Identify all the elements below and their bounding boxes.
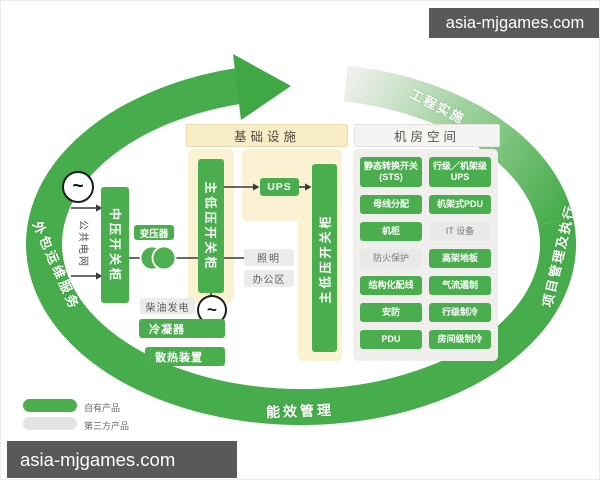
mv-switchgear-box: 中压开关柜 [101,187,129,303]
watermark-bottom-left: asia-mjgames.com [7,441,237,478]
room-cell-air-containment: 气流遏制 [429,276,491,295]
main-lv-switchgear-left-label: 主低压开关柜 [203,180,218,272]
room-space-header: 机房空间 [354,124,500,147]
room-cell-sts: 静态转换开关 (STS) [360,157,422,187]
room-cell-fire-protection: 防火保护 [360,249,422,268]
ring-label-energy-management: 能效管理 [265,401,335,421]
room-cell-security: 安防 [360,303,422,322]
legend-third-party-swatch [23,417,77,430]
infrastructure-header: 基础设施 [186,124,348,147]
room-cell-cabling: 结构化配线 [360,276,422,295]
main-lv-switchgear-right-box: 主低压开关柜 [312,164,337,352]
connector-arrowheads [96,183,312,280]
legend-third-party-label: 第三方产品 [84,421,130,431]
office-area-box: 办公区 [244,270,294,287]
room-cell-row-cooling: 行级制冷 [429,303,491,322]
ac-source-icon: ~ [62,171,94,203]
transformer-icon [139,245,177,271]
mv-switchgear-label: 中压开关柜 [107,207,122,283]
room-cell-rack: 机柜 [360,222,422,241]
main-lv-switchgear-left-box: 主低压开关柜 [198,159,224,293]
legend-own-product-label: 自有产品 [84,403,121,413]
heat-rejection-box: 散热装置 [145,347,225,366]
public-grid-label: 公共电网 [77,220,89,268]
ring-solid-arc [26,66,576,426]
ring-arrowhead-icon [233,54,291,120]
main-lv-switchgear-right-label: 主低压开关柜 [318,212,333,304]
ups-box: UPS [260,178,299,196]
room-cell-busway: 母线分配 [360,195,422,214]
condenser-box: 冷凝器 [139,319,225,338]
room-cell-row-rack-ups: 行级／机架级 UPS [429,157,491,187]
room-cell-it-equipment: IT 设备 [429,222,491,241]
diesel-generator-box: 柴油发电 [140,298,195,314]
legend-own-product-swatch [23,399,77,412]
lighting-box: 照明 [244,249,294,266]
room-cell-raised-floor: 高架地板 [429,249,491,268]
room-cell-rack-pdu: 机架式PDU [429,195,491,214]
watermark-top-right: asia-mjgames.com [429,8,599,38]
room-cell-room-cooling: 房间级制冷 [429,330,491,349]
room-cell-pdu: PDU [360,330,422,349]
transformer-tag: 变压器 [134,225,174,240]
room-space-panel: 静态转换开关 (STS) 行级／机架级 UPS 母线分配 机架式PDU 机柜 I… [353,149,498,361]
